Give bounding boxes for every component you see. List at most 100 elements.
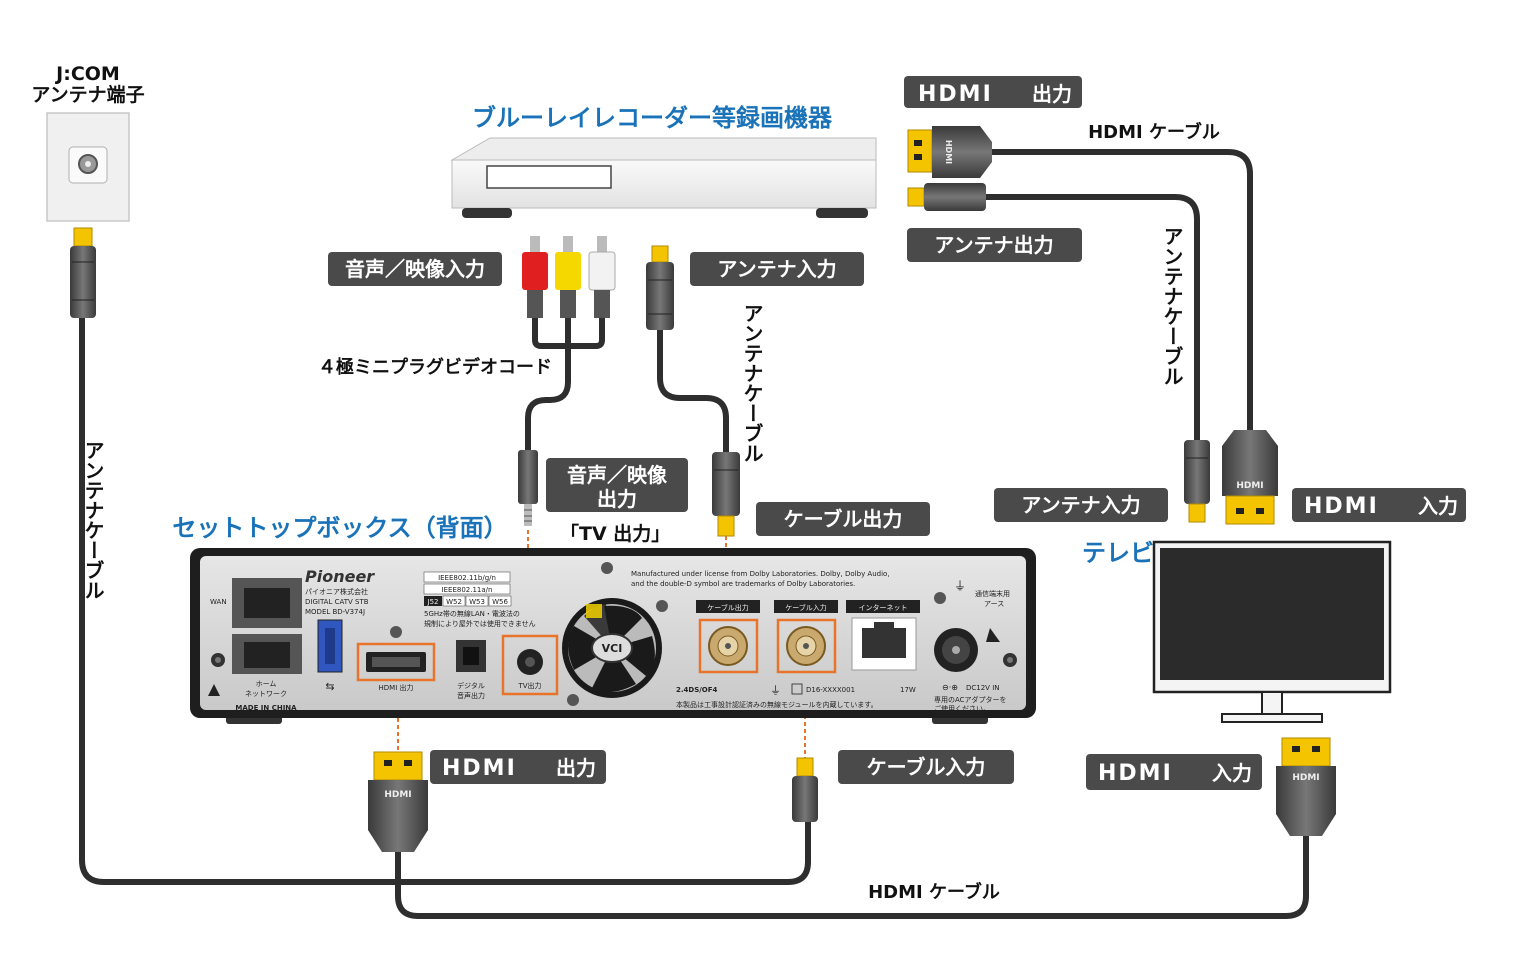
svg-text:出力: 出力	[556, 756, 596, 780]
tv-title: テレビ	[1082, 539, 1154, 567]
label-rec-hdmi-out: HDMI 出力	[904, 76, 1082, 108]
rca-plugs-icon	[522, 236, 616, 318]
svg-text:ケーブル出力: ケーブル出力	[784, 507, 903, 531]
stb-cable-in-highlight	[776, 618, 837, 674]
wall-outlet-title-line1: J:COM	[54, 63, 120, 85]
label-cable-in: ケーブル入力	[838, 750, 1014, 784]
hdmi-plug-tv-top-icon: HDMI	[1222, 430, 1278, 525]
port-hdmi-label: HDMI 出力	[379, 683, 414, 692]
svg-text:ご使用ください。: ご使用ください。	[934, 704, 990, 713]
antenna-plug-stb-out-icon	[712, 452, 740, 537]
svg-text:W53: W53	[469, 598, 485, 606]
recorder-title: ブルーレイレコーダー等録画機器	[472, 104, 833, 132]
svg-text:IEEE802.11b/g/n: IEEE802.11b/g/n	[438, 574, 496, 582]
svg-text:⏚: ⏚	[954, 579, 966, 593]
hdmi-plug-stb-icon: HDMI	[368, 751, 428, 852]
svg-text:出力: 出力	[597, 487, 637, 511]
mini-plug-icon	[518, 450, 538, 526]
port-wan-label: WAN	[210, 598, 227, 606]
hdmi-plug-recorder-icon: HDMI	[907, 126, 992, 178]
tv-screen	[1160, 548, 1384, 680]
label-tv-hdmi-in: HDMI 入力	[1292, 488, 1466, 522]
label-av-out: 音声／映像 出力	[546, 458, 688, 512]
svg-text:入力: 入力	[1212, 761, 1252, 785]
svg-text:アンテナ入力: アンテナ入力	[717, 257, 836, 281]
stb-title: セットトップボックス（背面）	[172, 514, 507, 542]
cable-wall-to-stb-cable-in	[79, 315, 811, 885]
svg-text:音声出力: 音声出力	[457, 691, 485, 700]
hdmi-plug-tv-bottom-icon: HDMI	[1276, 737, 1336, 836]
label-plug-cord: ４極ミニプラグビデオコード	[318, 356, 552, 378]
label-antenna-cable-mid: アンテナケーブル	[740, 303, 764, 463]
svg-text:アンテナ出力: アンテナ出力	[934, 233, 1053, 257]
port-internet-label: インターネット	[859, 603, 908, 612]
recorder-device: ブルーレイレコーダー等録画機器	[450, 104, 877, 218]
svg-text:17W: 17W	[900, 686, 916, 694]
hdmi-logo-text: HDMI	[918, 82, 993, 107]
label-rec-antenna-in: アンテナ入力	[690, 252, 864, 286]
svg-text:HDMI: HDMI	[442, 756, 517, 781]
cable-antenna-recorder-to-tv	[982, 194, 1200, 443]
svg-text:音声／映像: 音声／映像	[567, 463, 668, 487]
label-antenna-cable-right: アンテナケーブル	[1160, 226, 1184, 386]
svg-text:DC12V IN: DC12V IN	[966, 684, 1000, 692]
svg-text:ホーム: ホーム	[256, 680, 277, 688]
fan-icon: VCI	[562, 598, 662, 698]
svg-text:専用のACアダプターを: 専用のACアダプターを	[934, 695, 1007, 704]
antenna-plug-stb-in-icon	[792, 757, 818, 822]
cable-av-to-stb	[525, 343, 571, 453]
cable-av-y-splitter	[532, 313, 605, 349]
svg-text:and the double-D symbol are tr: and the double-D symbol are trademarks o…	[631, 580, 855, 588]
plug-label: HDMI	[944, 140, 953, 164]
stb-brand: Pioneer	[305, 567, 375, 586]
svg-text:アンテナ入力: アンテナ入力	[1021, 493, 1140, 517]
svg-text:5GHz帯の無線LAN・電波法の: 5GHz帯の無線LAN・電波法の	[424, 609, 520, 618]
svg-text:⏚: ⏚	[770, 684, 781, 697]
svg-text:MADE IN CHINA: MADE IN CHINA	[235, 704, 297, 712]
svg-text:⇆: ⇆	[325, 680, 334, 693]
port-cable-in-label: ケーブル入力	[785, 603, 827, 612]
svg-text:アース: アース	[984, 600, 1004, 608]
svg-text:W56: W56	[492, 598, 508, 606]
svg-text:HDMI: HDMI	[384, 790, 411, 800]
label-rec-av-in: 音声／映像入力	[328, 252, 502, 286]
cable-hdmi-recorder-to-tv	[987, 149, 1253, 433]
svg-text:⊖·⊕: ⊖·⊕	[942, 683, 958, 692]
label-antenna-cable-left: アンテナケーブル	[81, 440, 105, 600]
label-tv-antenna-in: アンテナ入力	[994, 488, 1168, 522]
svg-text:J52: J52	[427, 598, 439, 606]
svg-text:ケーブル入力: ケーブル入力	[867, 755, 986, 779]
svg-text:入力: 入力	[1418, 494, 1458, 518]
svg-text:本製品は工事設計認証済みの無線モジュールを内蔵しています。: 本製品は工事設計認証済みの無線モジュールを内蔵しています。	[676, 700, 878, 709]
svg-text:出力: 出力	[1032, 82, 1072, 106]
svg-text:ネットワーク: ネットワーク	[245, 690, 287, 698]
antenna-plug-recorder-in-icon	[646, 245, 674, 330]
svg-text:パイオニア株式会社: パイオニア株式会社	[305, 587, 368, 596]
antenna-plug-icon	[70, 227, 96, 318]
stb-cable-out-highlight	[698, 618, 759, 674]
label-tv-hdmi-in-bottom: HDMI 入力	[1086, 754, 1262, 790]
svg-text:HDMI: HDMI	[1236, 481, 1263, 491]
label-hdmi-cable-top: HDMI ケーブル	[1088, 121, 1220, 143]
svg-text:HDMI: HDMI	[1292, 773, 1319, 783]
svg-text:通信端末用: 通信端末用	[975, 589, 1010, 598]
antenna-plug-tv-icon	[1184, 440, 1210, 523]
recorder-disc-slot	[486, 165, 612, 189]
svg-text:IEEE802.11a/n: IEEE802.11a/n	[442, 586, 493, 594]
label-cable-out: ケーブル出力	[756, 502, 930, 536]
wall-outlet: J:COM アンテナ端子	[31, 63, 145, 318]
svg-text:2.4DS/OF4: 2.4DS/OF4	[676, 686, 718, 694]
svg-text:W52: W52	[446, 598, 462, 606]
svg-text:デジタル: デジタル	[457, 681, 485, 690]
tv-device: テレビ	[1082, 539, 1392, 723]
svg-text:Manufactured under license fro: Manufactured under license from Dolby La…	[631, 570, 890, 578]
port-cable-out-label: ケーブル出力	[707, 603, 749, 612]
cables	[79, 149, 1309, 919]
port-tv-label: TV出力	[517, 681, 541, 690]
svg-text:規制により屋外では使用できません: 規制により屋外では使用できません	[424, 619, 536, 628]
stb-device: セットトップボックス（背面） WAN ホーム ネットワーク MADE IN CH…	[172, 514, 1036, 724]
svg-text:D16-XXXX001: D16-XXXX001	[806, 686, 855, 694]
label-rec-antenna-out: アンテナ出力	[907, 228, 1082, 262]
wall-outlet-title-line2: アンテナ端子	[31, 83, 144, 106]
